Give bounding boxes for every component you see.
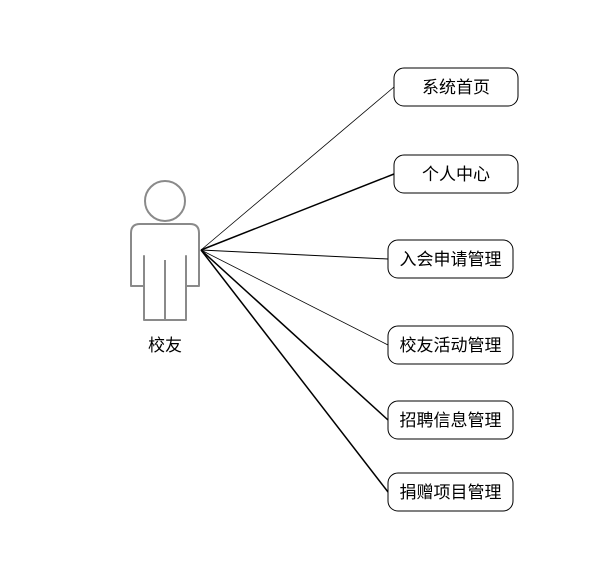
use-case-5[interactable]: 招聘信息管理 xyxy=(387,400,514,440)
use-case-3[interactable]: 入会申请管理 xyxy=(387,239,514,279)
use-case-box[interactable] xyxy=(387,472,514,512)
actor-label: 校友 xyxy=(148,336,182,356)
association-lines xyxy=(200,86,395,493)
actor-figure: 校友 xyxy=(130,180,200,356)
use-case-label: 入会申请管理 xyxy=(400,250,502,270)
use-case-4[interactable]: 校友活动管理 xyxy=(387,325,514,365)
association-line-2 xyxy=(200,173,395,251)
use-case-1[interactable]: 系统首页 xyxy=(393,67,519,107)
association-line-5 xyxy=(200,249,389,421)
use-case-box[interactable] xyxy=(393,154,519,194)
use-case-box[interactable] xyxy=(393,67,519,107)
use-case-label: 校友活动管理 xyxy=(400,336,502,356)
use-case-6[interactable]: 捐赠项目管理 xyxy=(387,472,514,512)
use-case-label: 个人中心 xyxy=(422,165,490,185)
association-line-6 xyxy=(200,249,389,493)
use-case-label: 捐赠项目管理 xyxy=(400,483,502,503)
association-line-1 xyxy=(200,86,395,251)
use-case-label: 系统首页 xyxy=(422,78,490,98)
association-line-4 xyxy=(200,249,389,346)
use-case-box[interactable] xyxy=(387,325,514,365)
use-case-box[interactable] xyxy=(387,400,514,440)
use-case-label: 招聘信息管理 xyxy=(400,411,502,431)
use-case-box[interactable] xyxy=(387,239,514,279)
actor-head xyxy=(144,180,186,222)
use-case-2[interactable]: 个人中心 xyxy=(393,154,519,194)
association-line-3 xyxy=(200,249,389,260)
